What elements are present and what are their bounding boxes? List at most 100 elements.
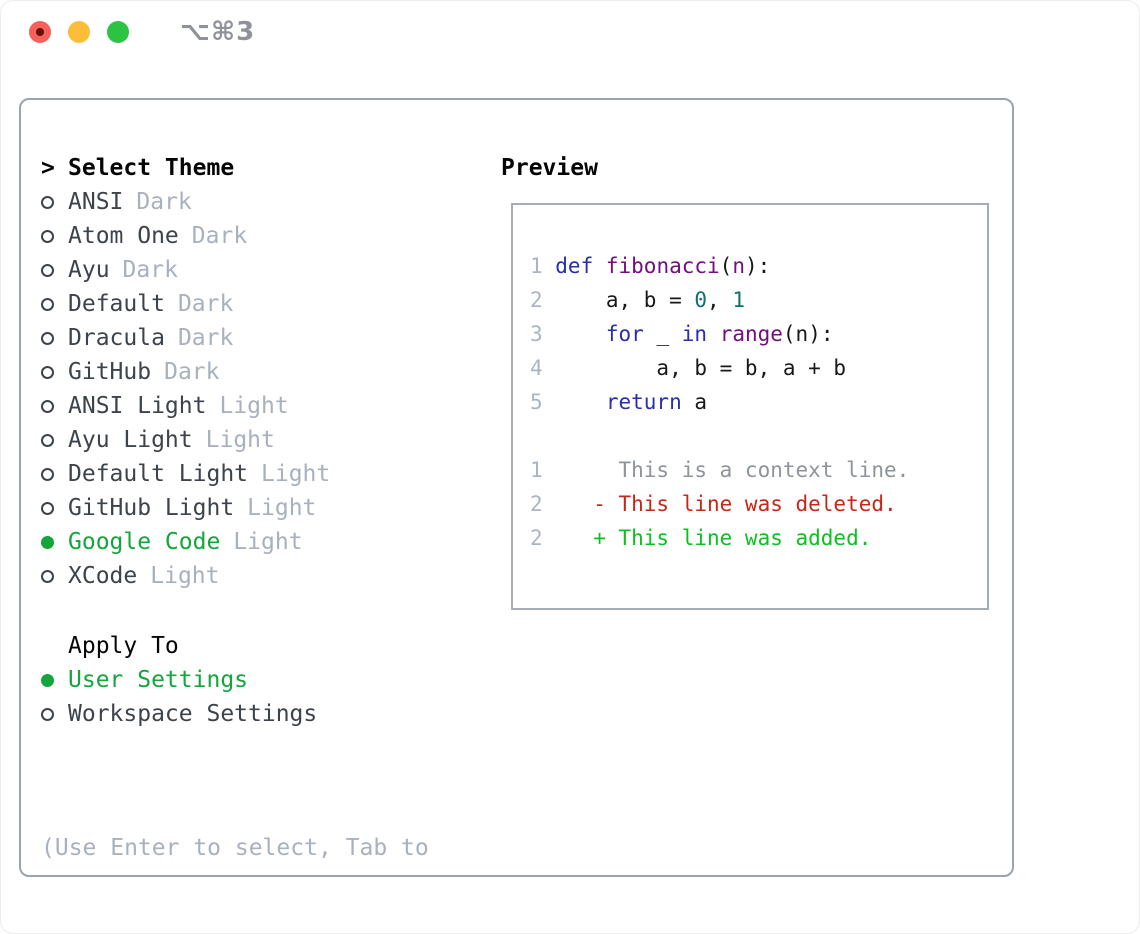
radio-selected-icon [41,535,54,549]
code-line: 4 a, b = b, a + b [530,351,979,385]
code-token: 1 [732,288,745,312]
theme-item-label: Ayu [68,257,110,283]
help-line: (Use Enter to select, Tab to [41,835,429,861]
theme-item-google-code[interactable]: Google Code Light [41,525,429,559]
radio-icon [41,297,54,311]
code-token: in [681,322,708,346]
theme-item-label: Atom One [68,223,179,249]
apply-to-title: Apply To [68,633,179,659]
theme-item-label: Default [68,291,165,317]
theme-item-github-light[interactable]: GitHub Light Light [41,491,429,525]
code-token: This is a context line. [555,458,910,482]
code-line: 5 return a [530,385,979,419]
theme-item-variant: Dark [164,359,220,385]
line-number: 4 [530,356,543,380]
radio-icon [41,263,54,277]
code-token: a [681,390,708,414]
code-token: 0 [694,288,708,312]
line-number: 2 [530,526,543,550]
theme-item-variant: Light [247,495,317,521]
apply-to-header: Apply To [41,629,429,663]
theme-item-variant: Dark [136,189,192,215]
code-line: 1 def fibonacci(n): [530,249,979,283]
code-line: 2 - This line was deleted. [530,487,979,521]
theme-item-variant: Dark [177,325,234,351]
prompt-caret-icon: > [41,155,55,181]
theme-item-github[interactable]: GitHub Dark [41,355,429,389]
theme-item-variant: Light [233,529,303,555]
line-number: 1 [530,458,543,482]
line-number: 2 [530,492,543,516]
code-token: a, b = [555,288,695,312]
code-line: 2 + This line was added. [530,521,979,555]
code-token: return [605,390,682,414]
close-dot-icon [36,28,44,36]
theme-item-label: GitHub Light [68,495,235,521]
theme-item-variant: Dark [177,291,234,317]
theme-item-variant: Dark [122,257,178,283]
code-line: 3 for _ in range(n): [530,317,979,351]
minimize-button[interactable] [68,21,90,43]
code-token: _ [643,322,682,346]
select-theme-header: > Select Theme [41,151,429,185]
radio-icon [41,707,54,721]
code-token: - This line was deleted. [555,492,897,516]
code-token: , [707,288,733,312]
theme-item-xcode[interactable]: XCode Light [41,559,429,593]
close-button[interactable] [29,21,51,43]
radio-icon [41,501,54,515]
theme-item-label: Default Light [68,461,249,487]
theme-item-dracula[interactable]: Dracula Dark [41,321,429,355]
code-token: ): [744,254,771,278]
line-number: 5 [530,390,543,414]
code-line: 2 a, b = 0, 1 [530,283,979,317]
line-number: 3 [530,322,543,346]
theme-item-label: GitHub [68,359,152,385]
theme-item-label: Google Code [68,529,221,555]
window-titlebar: ⌥⌘3 [1,1,1139,63]
code-line [530,419,979,453]
theme-item-label: ANSI Light [68,393,207,419]
apply-option-label: User Settings [68,667,249,693]
theme-item-default[interactable]: Default Dark [41,287,429,321]
radio-icon [41,229,54,243]
code-token [707,322,720,346]
code-token: def [555,254,594,278]
radio-icon [41,365,54,379]
apply-option-workspace-settings[interactable]: Workspace Settings [41,697,429,731]
line-number: 1 [530,254,543,278]
radio-selected-icon [41,673,54,687]
theme-item-ayu[interactable]: Ayu Dark [41,253,429,287]
code-token: n [732,254,745,278]
code-token: range [719,322,783,346]
theme-item-variant: Light [205,427,275,453]
code-token: + This line was added. [555,526,872,550]
theme-item-label: Dracula [68,325,165,351]
theme-item-variant: Light [150,563,220,589]
theme-item-ayu-light[interactable]: Ayu Light Light [41,423,429,457]
radio-icon [41,467,54,481]
code-token: ( [719,254,733,278]
apply-option-user-settings[interactable]: User Settings [41,663,429,697]
radio-icon [41,195,54,209]
theme-item-label: Ayu Light [68,427,193,453]
zoom-button[interactable] [107,21,129,43]
theme-item-label: XCode [68,563,138,589]
code-token [555,322,606,346]
code-token [593,254,606,278]
select-theme-title: Select Theme [68,155,235,181]
line-number: 2 [530,288,543,312]
window-shortcut-label: ⌥⌘3 [180,17,256,47]
code-token: fibonacci [605,254,720,278]
code-token: (n): [782,322,834,346]
